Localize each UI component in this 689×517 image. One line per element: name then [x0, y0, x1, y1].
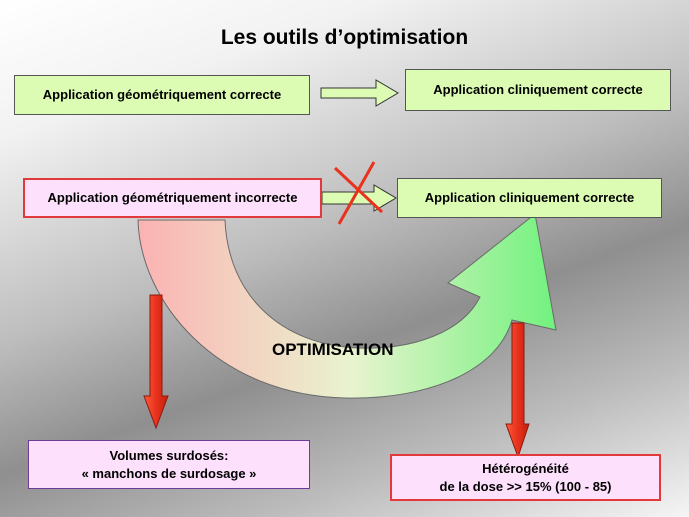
top-right-box-label: Application cliniquement correcte — [433, 82, 643, 98]
top-left-box: Application géométriquement correcte — [14, 75, 310, 115]
top-left-box-label: Application géométriquement correcte — [42, 87, 282, 103]
bottom-right-line1: Hétérogénéité — [482, 460, 569, 476]
middle-left-box: Application géométriquement incorrecte — [23, 178, 322, 218]
bottom-left-box: Volumes surdosés: « manchons de surdosag… — [28, 440, 310, 489]
middle-right-box: Application cliniquement correcte — [397, 178, 662, 218]
bottom-left-line2: « manchons de surdosage » — [81, 465, 257, 481]
optimisation-label: OPTIMISATION — [272, 340, 394, 359]
left-down-arrow — [143, 294, 169, 430]
bottom-left-line1: Volumes surdosés: — [109, 447, 229, 463]
middle-right-arrow — [321, 184, 397, 212]
top-right-arrow — [320, 79, 399, 107]
middle-right-box-label: Application cliniquement correcte — [424, 190, 635, 206]
top-right-box: Application cliniquement correcte — [405, 69, 671, 111]
optimisation-curved-arrow — [137, 213, 557, 399]
cross-mark-icon — [333, 161, 384, 225]
right-down-arrow — [505, 322, 530, 459]
page-title: Les outils d’optimisation — [220, 26, 469, 49]
bottom-right-box: Hétérogénéité de la dose >> 15% (100 - 8… — [390, 454, 661, 501]
middle-left-box-label: Application géométriquement incorrecte — [47, 190, 298, 206]
bottom-right-line2: de la dose >> 15% (100 - 85) — [439, 478, 612, 494]
